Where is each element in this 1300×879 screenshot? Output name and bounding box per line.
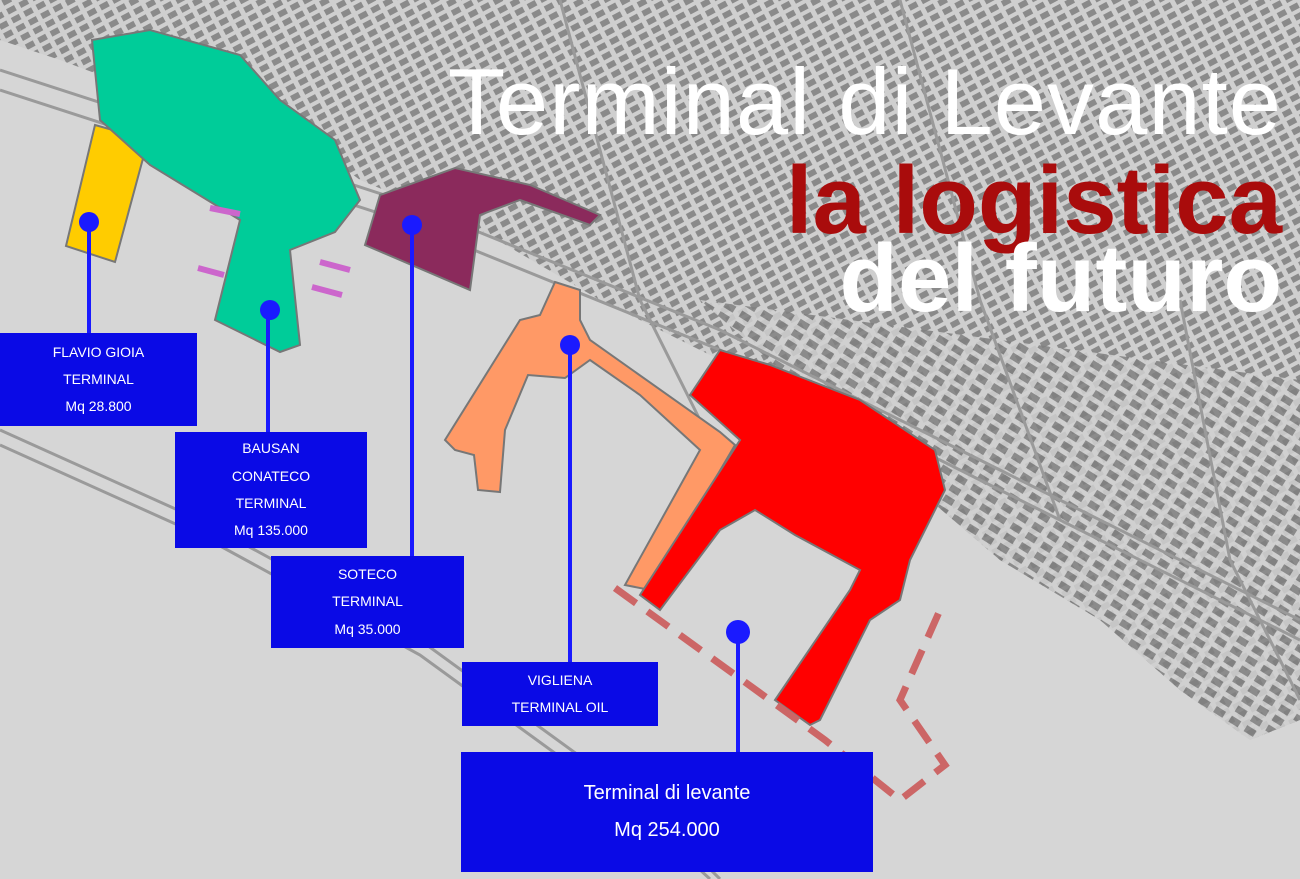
vigliena-terminal-area [443,280,737,592]
label-flavio-gioia: FLAVIO GIOIA TERMINAL Mq 28.800 [0,333,197,426]
soteco-terminal-area [363,166,602,292]
label-line: TERMINAL OIL [511,699,609,715]
label-line: TERMINAL [235,495,307,511]
pin-levante-icon [726,620,750,644]
label-bausan: BAUSAN CONATECO TERMINAL Mq 135.000 [175,432,367,548]
label-line: BAUSAN [242,440,300,457]
levante-expansion-boundary [612,585,950,805]
pin-soteco-icon [402,215,422,235]
label-line: Mq 35.000 [334,620,401,637]
title-line-3: del futuro [839,225,1282,332]
pin-vigliena-icon [560,335,580,355]
label-line: TERMINAL [63,370,134,387]
label-line: Mq 254.000 [614,819,720,841]
label-soteco: SOTECO TERMINAL Mq 35.000 [271,556,464,648]
pin-flavio-icon [79,212,99,232]
location-pins [79,212,750,644]
label-line: Mq 28.800 [65,398,132,415]
label-line: Mq 135.000 [234,522,308,539]
title-line-1: Terminal di Levante [447,49,1282,154]
levante-terminal-area [638,348,947,727]
label-line: SOTECO [337,566,398,583]
label-line: VIGLIENA [527,671,593,688]
label-line: TERMINAL [332,593,403,610]
label-line: CONATECO [231,467,311,484]
bausan-terminal-area [90,28,362,354]
title-line-2: la logistica [785,147,1282,254]
label-levante: Terminal di levante Mq 254.000 [461,752,873,872]
label-line: FLAVIO GIOIA [52,343,145,360]
bausan-berth-marks [197,205,351,298]
pin-bausan-icon [260,300,280,320]
label-line: Terminal di levante [583,782,751,804]
label-vigliena: VIGLIENA TERMINAL OIL [462,662,658,726]
leader-lines [87,222,740,752]
